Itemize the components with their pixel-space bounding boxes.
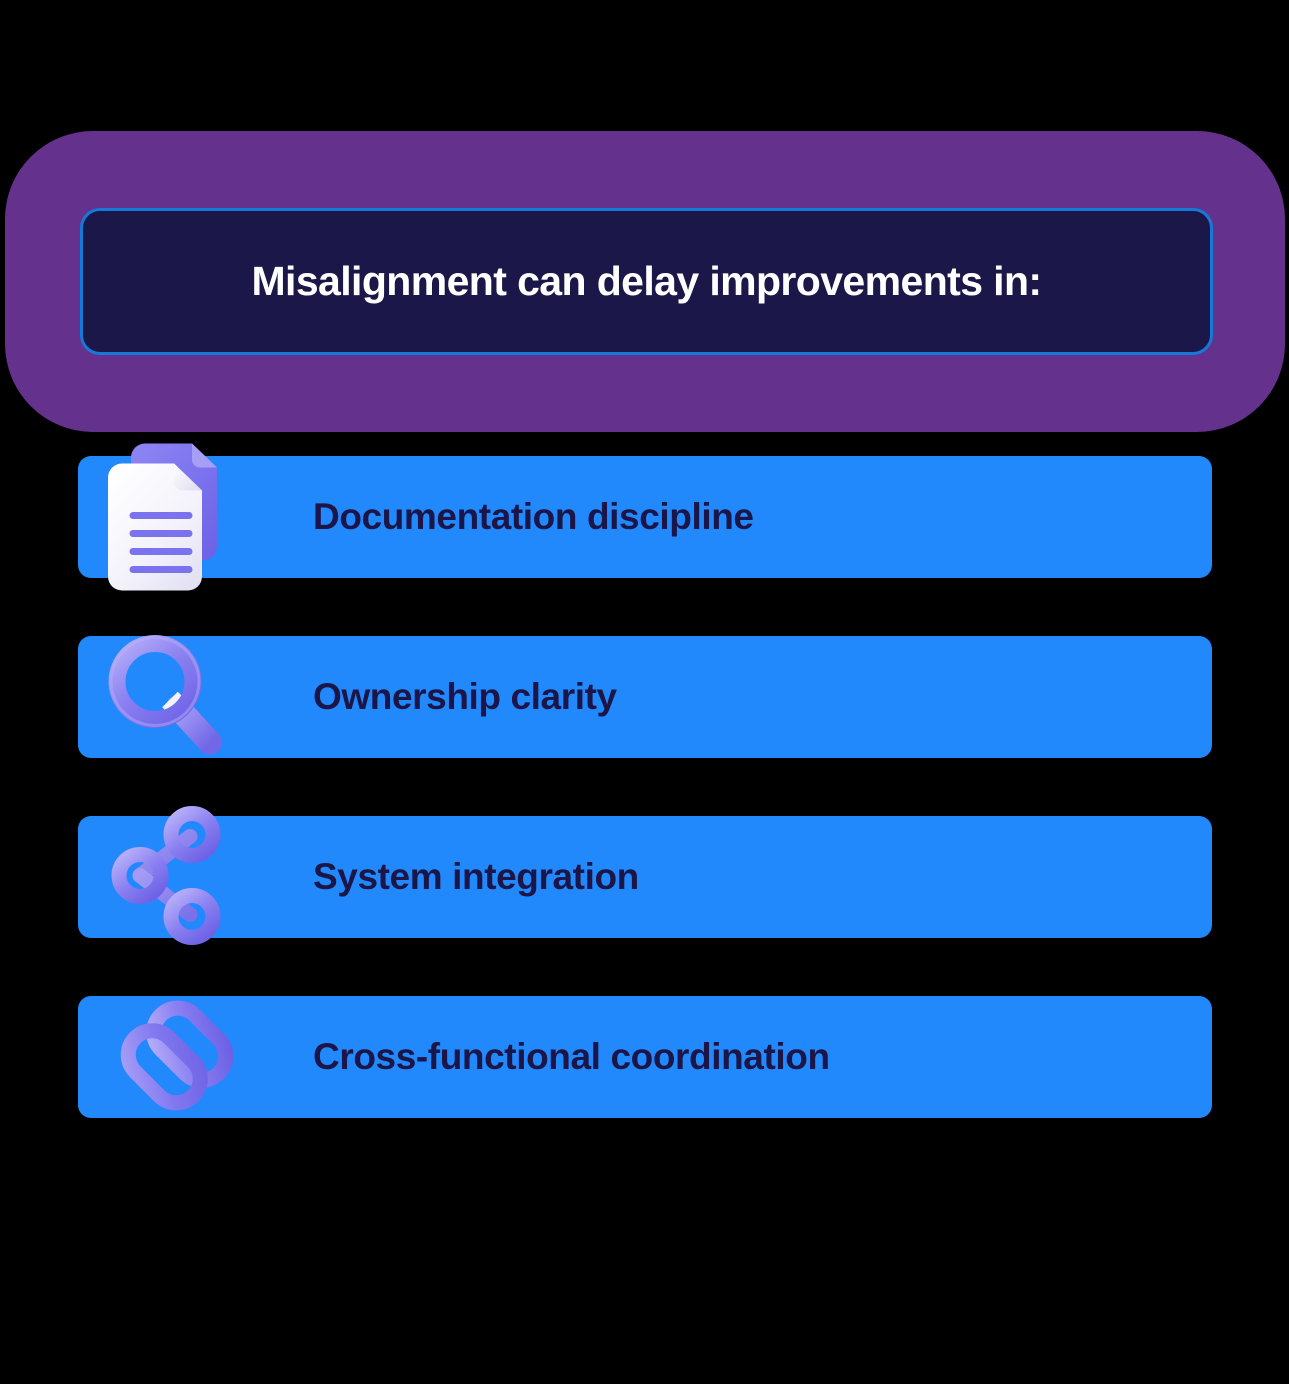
page-title: Misalignment can delay improvements in:	[251, 258, 1043, 304]
header-title-box: Misalignment can delay improvements in:	[80, 208, 1213, 355]
magnifier-icon	[102, 610, 252, 785]
list-item-label: Ownership clarity	[313, 676, 617, 717]
list-item[interactable]: Documentation discipline	[78, 443, 1212, 591]
header-panel: Misalignment can delay improvements in:	[5, 131, 1285, 432]
share-nodes-icon	[102, 790, 252, 965]
list-item-label: Documentation discipline	[313, 496, 754, 537]
list-item[interactable]: System integration	[78, 806, 1212, 945]
list-item-label: Cross-functional coordination	[313, 1036, 830, 1077]
list-item-label: System integration	[313, 856, 639, 897]
list-item[interactable]: Ownership clarity	[78, 635, 1212, 758]
list-item[interactable]: Cross-functional coordination	[78, 996, 1212, 1118]
document-icon	[102, 430, 252, 605]
chain-link-icon	[102, 970, 252, 1145]
